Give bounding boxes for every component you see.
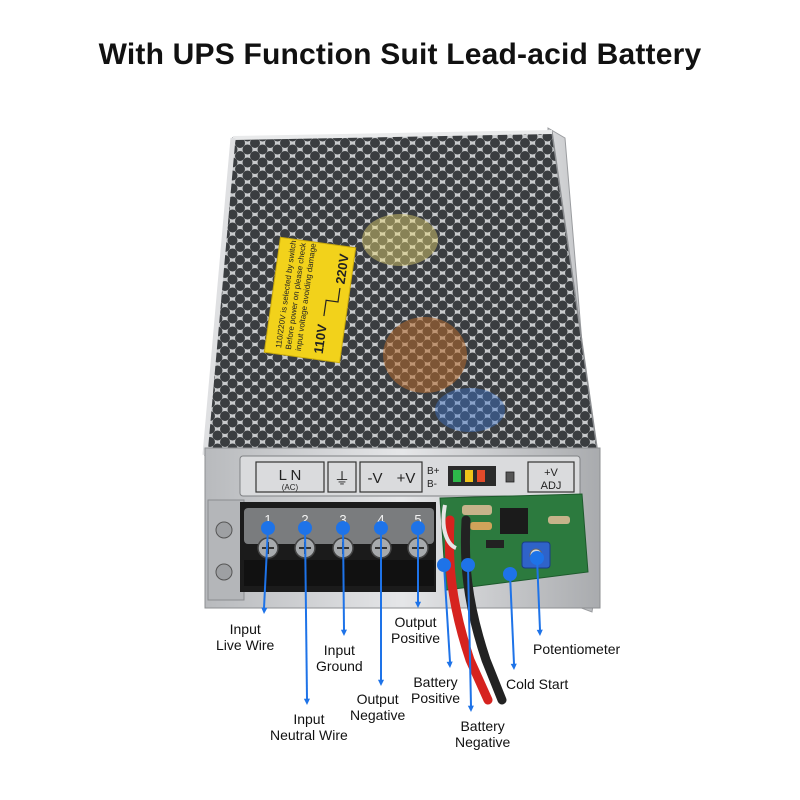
relay-component <box>500 508 528 534</box>
callout-line-cold-start <box>509 573 515 665</box>
label-ac: (AC) <box>282 483 299 492</box>
perforated-cover <box>204 131 599 456</box>
label-adj-top: +V <box>544 467 558 479</box>
arrow-down-icon <box>377 679 385 686</box>
bracket-screw-bottom <box>215 563 233 581</box>
label-v-plus: +V <box>397 470 416 487</box>
transformer-coil <box>383 317 467 393</box>
terminal-number-5: 5 <box>414 512 421 527</box>
label-ground: ⏚ <box>334 470 350 488</box>
bracket-screw-top <box>215 521 233 539</box>
arrow-down-icon <box>446 661 453 668</box>
callout-potentiometer: Potentiometer <box>533 641 621 657</box>
mounting-bracket <box>207 499 245 601</box>
callout-line-battery-negative <box>467 564 472 707</box>
terminal-number-4: 4 <box>377 512 384 527</box>
arrow-down-icon <box>303 698 310 705</box>
arrow-down-icon <box>340 629 347 636</box>
yellow-component-hint <box>362 214 438 266</box>
label-ln: L N <box>279 467 302 484</box>
arrow-down-icon <box>261 607 268 614</box>
battery-positive-wire <box>444 515 493 705</box>
capacitor-hint <box>435 388 505 432</box>
arrow-down-icon <box>536 629 543 636</box>
label-adj-bottom: ADJ <box>541 480 562 492</box>
callout-line-potentiometer <box>536 557 541 631</box>
arrow-down-icon <box>467 705 474 712</box>
terminal-number-2: 2 <box>301 512 308 527</box>
label-v-minus: -V <box>368 470 383 487</box>
warning-110v: 110V <box>311 323 330 355</box>
callout-leaders <box>261 521 544 712</box>
warning-220v: 220V <box>333 253 352 285</box>
callout-line-input-ground <box>342 527 345 631</box>
terminal-number-3: 3 <box>339 512 346 527</box>
callout-cold-start: Cold Start <box>506 676 569 692</box>
callout-line-battery-positive <box>443 564 451 663</box>
label-b-minus: B- <box>427 479 437 490</box>
terminal-number-1: 1 <box>264 512 271 527</box>
callout-line-input-neutral-wire <box>304 527 308 700</box>
warning-label: 110/220V is selected by switch Before po… <box>263 236 357 364</box>
page-title: With UPS Function Suit Lead-acid Battery <box>98 38 702 71</box>
label-b-plus: B+ <box>427 466 440 477</box>
arrow-down-icon <box>414 601 422 608</box>
callout-line-input-live-wire <box>263 527 269 609</box>
arrow-down-icon <box>510 663 517 670</box>
